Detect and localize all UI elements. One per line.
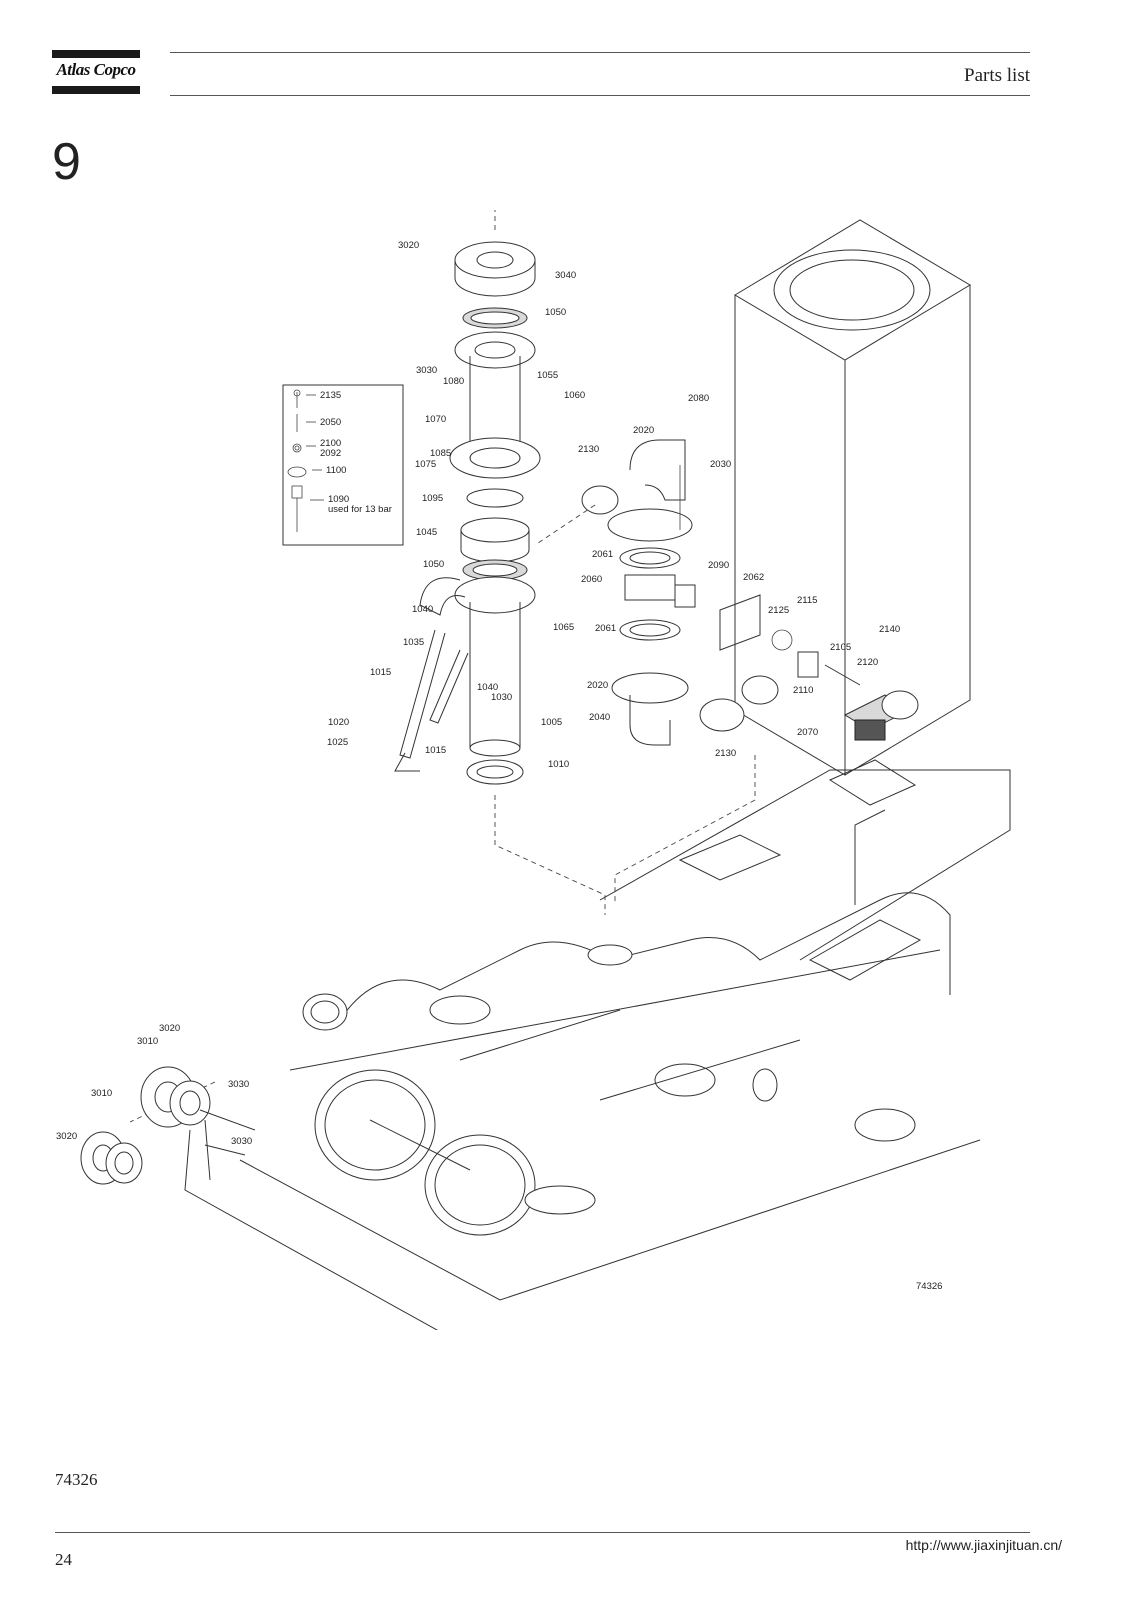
callout-label: 2040 bbox=[589, 712, 610, 723]
callout-label: 1020 bbox=[328, 717, 349, 728]
footer-url-link[interactable]: http://www.jiaxinjituan.cn/ bbox=[905, 1537, 1062, 1553]
dashed-leaders bbox=[129, 504, 756, 1123]
callout-label: 1010 bbox=[548, 759, 569, 770]
callout-label: 3010 bbox=[91, 1088, 112, 1099]
inset-callout-2135: 2135 bbox=[320, 390, 341, 401]
callout-label: 2061 bbox=[592, 549, 613, 560]
callout-label: 1055 bbox=[537, 370, 558, 381]
callout-label: 2020 bbox=[587, 680, 608, 691]
callout-label: 2130 bbox=[715, 748, 736, 759]
section-number: 9 bbox=[52, 133, 81, 191]
callout-label: 1035 bbox=[403, 637, 424, 648]
callout-label: 1080 bbox=[443, 376, 464, 387]
inset-callout-1100: 1100 bbox=[326, 465, 346, 476]
valve-assembly bbox=[581, 439, 919, 746]
callout-label: 2062 bbox=[743, 572, 764, 583]
callout-label: 3030 bbox=[231, 1136, 252, 1147]
exploded-parts-drawing: 2135 2050 2100 2092 1100 1090 used for 1… bbox=[56, 210, 1011, 1330]
callout-label: 2080 bbox=[688, 393, 709, 404]
flange-parts bbox=[80, 1066, 256, 1185]
callout-label: 3040 bbox=[555, 270, 576, 281]
callout-label: 1015 bbox=[370, 667, 391, 678]
atlas-copco-logo: Atlas Copco bbox=[52, 50, 140, 94]
callout-label: 2105 bbox=[830, 642, 851, 653]
callout-label: 1050 bbox=[545, 307, 566, 318]
callout-label: 1005 bbox=[541, 717, 562, 728]
callout-labels: 3020 3040 1050 3030 1080 1055 1060 1070 … bbox=[56, 240, 942, 1292]
callout-label: 1040 bbox=[412, 604, 433, 615]
tank-housing bbox=[734, 219, 971, 776]
inset-parts-box: 2135 2050 2100 2092 1100 1090 used for 1… bbox=[282, 384, 404, 546]
page-number: 24 bbox=[55, 1550, 72, 1569]
callout-label: 3010 bbox=[137, 1036, 158, 1047]
callout-label: 2140 bbox=[879, 624, 900, 635]
callout-label: 1085 bbox=[430, 448, 451, 459]
footer-rule bbox=[55, 1532, 1030, 1533]
callout-label: 1030 bbox=[491, 692, 512, 703]
callout-label: 2020 bbox=[633, 425, 654, 436]
callout-label: 2070 bbox=[797, 727, 818, 738]
callout-label: 2130 bbox=[578, 444, 599, 455]
callout-label: 1065 bbox=[553, 622, 574, 633]
callout-label: 1070 bbox=[425, 414, 446, 425]
callout-label: 1095 bbox=[422, 493, 443, 504]
callout-label: 2090 bbox=[708, 560, 729, 571]
callout-label: 3020 bbox=[398, 240, 419, 251]
header-rule-top bbox=[170, 52, 1030, 53]
vertical-pipe-column bbox=[394, 210, 541, 785]
logo-wordmark: Atlas Copco bbox=[56, 60, 136, 79]
callout-label: 3020 bbox=[159, 1023, 180, 1034]
callout-label: 2125 bbox=[768, 605, 789, 616]
inset-callout-2100: 2100 bbox=[320, 438, 341, 449]
figure-id: 74326 bbox=[916, 1281, 942, 1292]
compressor-frame bbox=[184, 759, 1011, 1330]
logo-bottom-bar bbox=[52, 86, 140, 94]
callout-label: 2115 bbox=[797, 595, 817, 606]
header-rule-bottom bbox=[170, 95, 1030, 96]
inset-callout-2050: 2050 bbox=[320, 417, 341, 428]
inset-callout-2092: 2092 bbox=[320, 448, 341, 459]
callout-label: 1025 bbox=[327, 737, 348, 748]
callout-label: 1015 bbox=[425, 745, 446, 756]
callout-label: 2120 bbox=[857, 657, 878, 668]
callout-label: 1060 bbox=[564, 390, 585, 401]
callout-label: 2030 bbox=[710, 459, 731, 470]
callout-label: 2061 bbox=[595, 623, 616, 634]
callout-label: 3030 bbox=[416, 365, 437, 376]
inset-note-13-bar: used for 13 bar bbox=[328, 504, 392, 515]
header-title: Parts list bbox=[964, 65, 1030, 86]
inset-callout-1090: 1090 bbox=[328, 494, 349, 505]
callout-label: 1050 bbox=[423, 559, 444, 570]
callout-label: 3020 bbox=[56, 1131, 77, 1142]
callout-label: 3030 bbox=[228, 1079, 249, 1090]
callout-label: 2060 bbox=[581, 574, 602, 585]
callout-label: 1045 bbox=[416, 527, 437, 538]
document-number: 74326 bbox=[55, 1470, 98, 1489]
logo-top-bar bbox=[52, 50, 140, 58]
callout-label: 1075 bbox=[415, 459, 436, 470]
callout-label: 1040 bbox=[477, 682, 498, 693]
callout-label: 2110 bbox=[793, 685, 813, 696]
